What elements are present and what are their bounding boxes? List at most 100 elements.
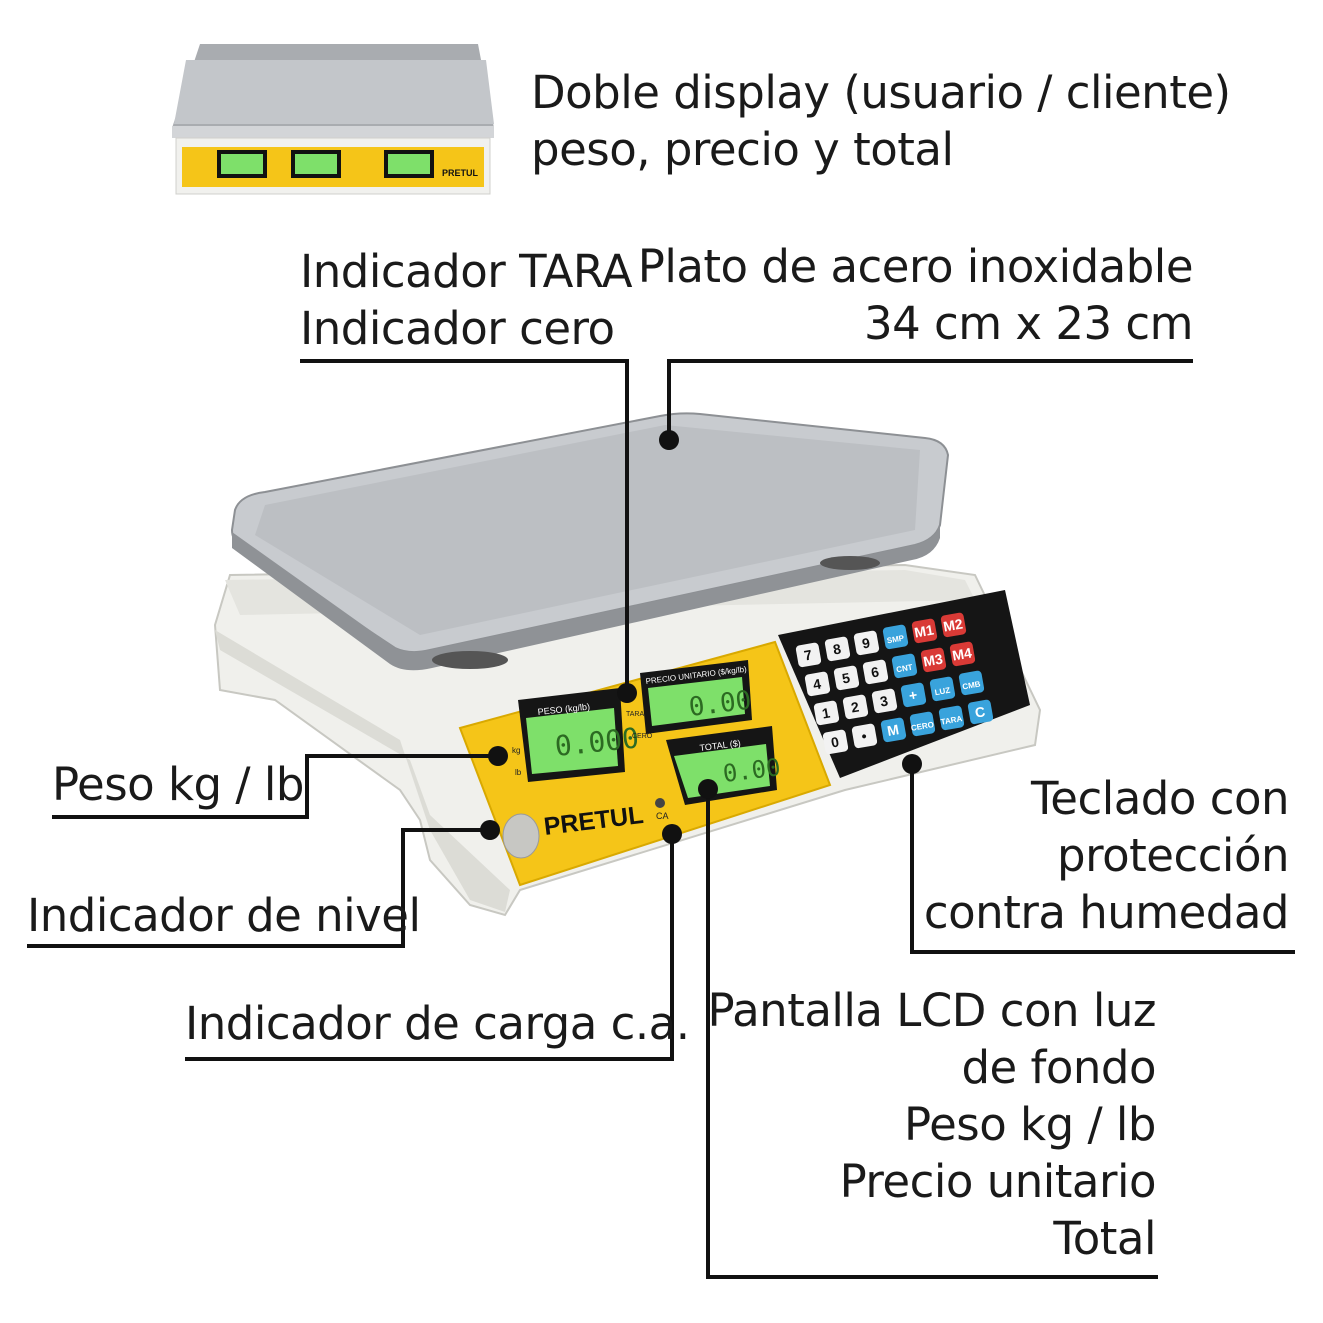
key-label: C [974,703,987,721]
leader-dot-carga [662,824,682,844]
key-label: 1 [821,704,832,721]
leader-dot-pantalla [698,779,718,799]
callout-teclado: Teclado con protección contra humedad [923,770,1290,941]
steel-platter [230,412,950,671]
callout-tara-line-2: Indicador cero [300,302,615,355]
key-m-button [880,717,907,743]
key-c-button [967,699,994,725]
key-label: • [860,728,868,745]
callout-pantalla-line-1: Pantalla LCD con luz [707,984,1156,1037]
thumbnail-body [172,44,494,195]
key-cmb-button [958,670,985,696]
leader-dot-nivel [480,820,500,840]
key-label: CERO [910,720,934,733]
leader-line-carga [185,840,674,1061]
key-label: M2 [942,615,964,634]
callout-tara-line-1: Indicador TARA [300,245,633,298]
leader-dot-peso [488,746,508,766]
key-label: + [908,686,919,703]
key-smp-button [882,624,909,650]
key-m2-button [940,612,967,638]
callout-pantalla-line-4: Precio unitario [839,1155,1157,1208]
key-5-button [833,665,860,691]
key-label: M3 [922,650,944,669]
callout-pantalla-line-5: Total [1053,1212,1156,1265]
key-1-button [813,700,840,726]
key-tara-button [938,705,965,731]
callout-plato-line-1: Plato de acero inoxidable [637,240,1194,293]
key-0-button [822,729,849,755]
callout-plato-line-2: 34 cm x 23 cm [863,297,1194,350]
leader-line-peso [52,754,498,819]
key-label: 8 [832,640,843,657]
key-label: 0 [830,733,841,750]
callout-teclado-line-3: contra humedad [923,886,1290,939]
callout-teclado-line-2: protección [1057,829,1289,882]
callout-indicador-tara: Indicador TARA Indicador cero [300,243,633,357]
key-m1-button [911,618,938,644]
key-luz-button [929,676,956,702]
key-m3-button [920,647,947,673]
key-label: M1 [913,621,935,640]
key-6-button [862,659,889,685]
key-label: LUZ [934,686,951,698]
key-cnt-button [891,653,918,679]
key-2-button [842,694,869,720]
leader-line-tara [300,359,629,693]
key-4-button [804,671,831,697]
key-label: 4 [812,675,823,692]
key--button [851,723,878,749]
callout-carga-line-1: Indicador de carga c.a. [185,997,690,1050]
callout-doble-display-line-2: peso, precio y total [531,123,954,176]
key-m4-button [949,641,976,667]
key-8-button [824,636,851,662]
leader-dot-plato [659,430,679,450]
callout-pantalla-line-3: Peso kg / lb [904,1098,1156,1151]
callout-peso-line-1: Peso kg / lb [52,758,304,811]
callout-nivel: Indicador de nivel [27,887,421,944]
callout-carga: Indicador de carga c.a. [185,995,690,1052]
cero-label: CERO [632,733,653,740]
leader-line-nivel [27,828,490,948]
leader-line-plato [667,359,1193,440]
key-label: M4 [951,644,973,663]
key-label: 2 [850,698,861,715]
key-label: 9 [861,634,872,651]
tara-label: TARA [626,711,644,718]
leader-line-pantalla [706,790,1158,1279]
callout-pantalla-line-2: de fondo [961,1041,1156,1094]
key-label: 5 [841,669,852,686]
callout-pantalla: Pantalla LCD con luz de fondo Peso kg / … [707,982,1156,1267]
leader-dot-teclado [902,754,922,774]
ca-label: CA [656,811,669,821]
callout-peso: Peso kg / lb [52,756,304,813]
unit-lb-label: lb [515,768,522,777]
key-cero-button [909,711,936,737]
key-label: M [886,721,900,739]
key-label: SMP [886,633,905,645]
callout-doble-display: Doble display (usuario / cliente) peso, … [531,64,1231,178]
key-label: CMB [962,679,982,691]
callout-doble-display-line-1: Doble display (usuario / cliente) [531,66,1231,119]
callout-teclado-line-1: Teclado con [1030,772,1290,825]
lcd-total-value: 0.00 [721,753,782,788]
key-label: 6 [870,663,881,680]
leader-line-teclado [910,770,1295,954]
key--button [900,682,927,708]
callout-nivel-line-1: Indicador de nivel [27,889,421,942]
thumbnail-brand: PRETUL [442,168,479,178]
key-label: 3 [879,692,890,709]
key-7-button [795,642,822,668]
front-panel [458,640,832,887]
leader-dot-tara [617,683,637,703]
callout-plato: Plato de acero inoxidable 34 cm x 23 cm [637,238,1194,352]
key-label: TARA [940,714,963,727]
key-label: CNT [896,663,914,675]
key-3-button [871,688,898,714]
unit-kg-label: kg [512,746,520,755]
